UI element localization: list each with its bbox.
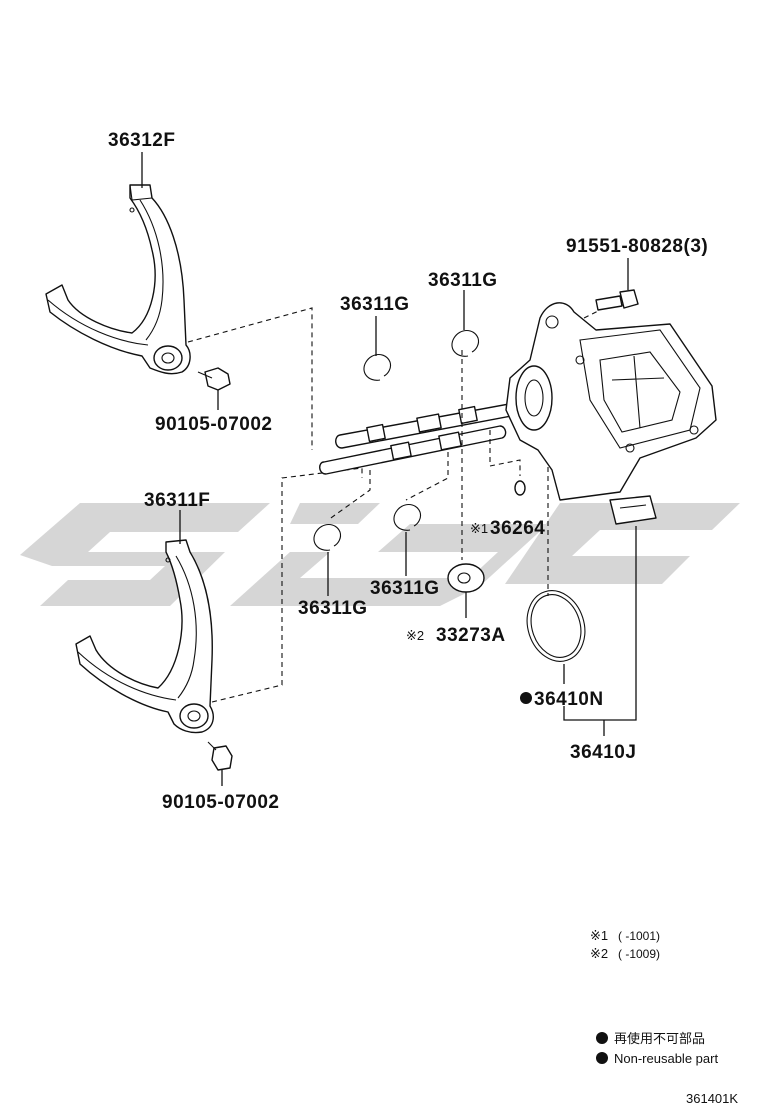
pin <box>514 480 526 496</box>
bolt-actuator <box>595 258 639 311</box>
label-washer: 33273A <box>436 625 506 646</box>
non-reusable-dot <box>520 692 532 704</box>
label-fork-upper: 36312F <box>108 130 175 151</box>
label-snap-ring-b: 36311G <box>428 270 498 291</box>
label-fork-lower: 36311F <box>144 490 210 511</box>
snap-ring-b <box>451 329 480 357</box>
diagram-id: 361401K <box>686 1091 738 1106</box>
label-snap-ring-d: 36311G <box>370 578 440 599</box>
label-pin: 36264 <box>490 518 545 539</box>
snap-ring-d <box>393 503 422 531</box>
washer <box>447 563 485 593</box>
label-actuator: 36410J <box>570 742 636 763</box>
label-washer-prefix: ※2 <box>406 628 424 643</box>
snap-ring-a <box>363 353 392 381</box>
label-bolt-actuator: 91551-80828(3) <box>566 236 708 257</box>
note-2-range: ( -1009) <box>618 947 660 961</box>
legend-en: Non-reusable part <box>614 1051 718 1066</box>
note-1-range: ( -1001) <box>618 929 660 943</box>
label-bolt-upper: 90105-07002 <box>155 414 273 435</box>
shift-fork-lower <box>75 539 214 734</box>
shift-fork-upper <box>45 184 191 375</box>
label-pin-prefix: ※1 <box>470 521 488 536</box>
label-snap-ring-a: 36311G <box>340 294 410 315</box>
shift-shafts <box>319 401 527 475</box>
label-snap-ring-c: 36311G <box>298 598 368 619</box>
note-1-mark: ※1 <box>590 928 608 943</box>
bolt-lower <box>207 741 233 786</box>
snap-ring-c <box>313 523 342 551</box>
legend-jp: 再使用不可部品 <box>614 1031 705 1046</box>
bolt-upper <box>197 367 231 410</box>
legend-dot-en <box>596 1052 608 1064</box>
note-2-mark: ※2 <box>590 946 608 961</box>
label-bolt-lower: 90105-07002 <box>162 792 280 813</box>
label-oring: 36410N <box>534 689 604 710</box>
o-ring <box>526 590 586 662</box>
actuator-assembly <box>505 302 717 525</box>
legend-dot-jp <box>596 1032 608 1044</box>
